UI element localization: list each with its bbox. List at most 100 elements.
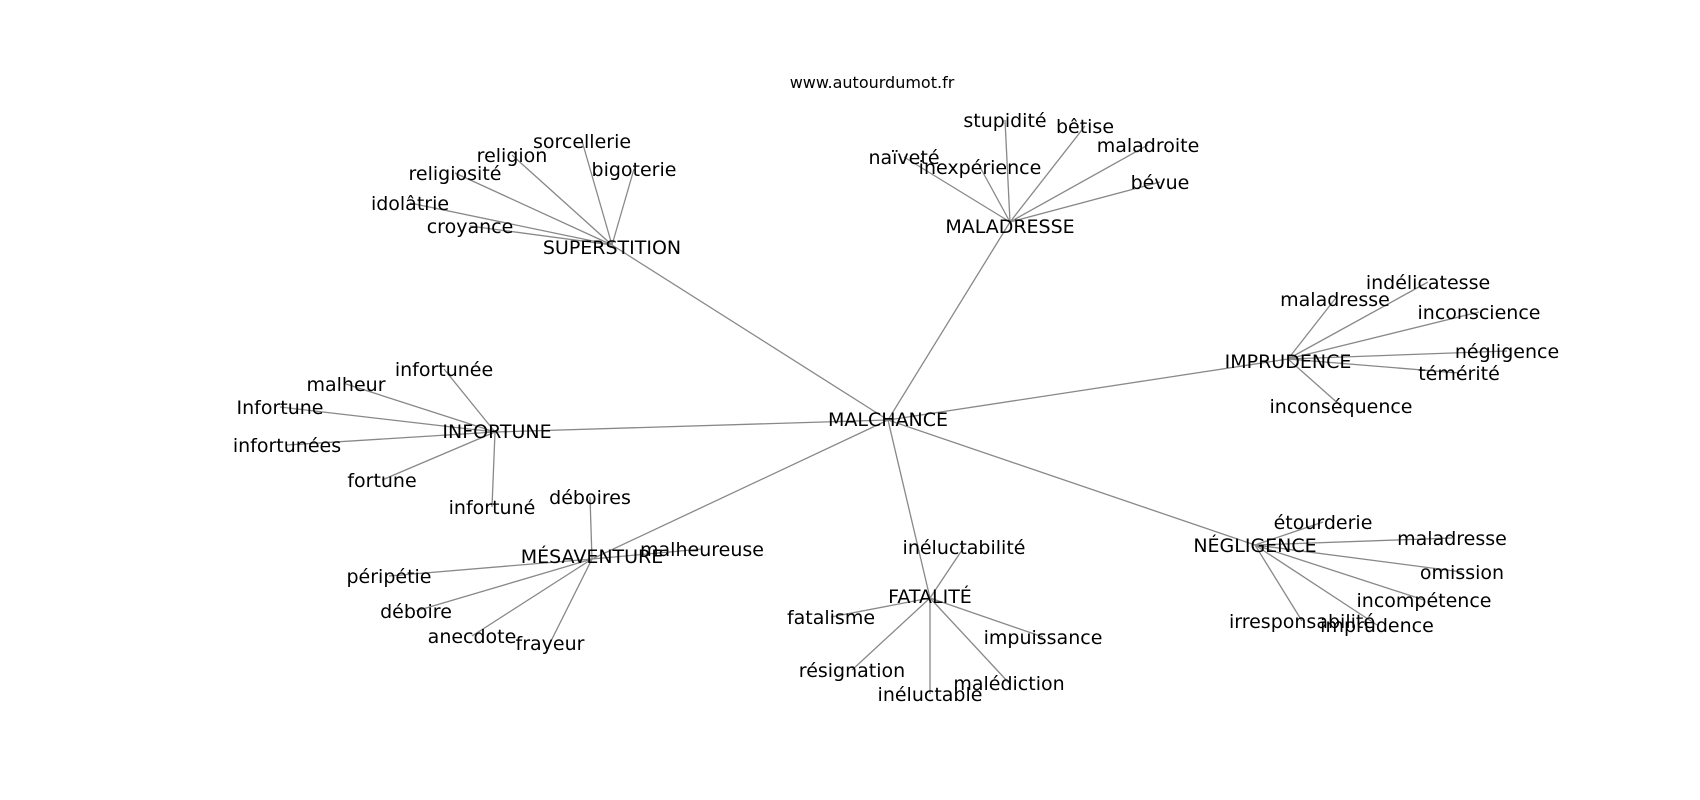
- edge-maladresse-word: [1009, 144, 1149, 223]
- word-node-label[interactable]: maladresse: [1397, 528, 1507, 550]
- word-node-label[interactable]: irresponsabilité: [1229, 611, 1375, 633]
- word-node-label[interactable]: omission: [1420, 562, 1504, 584]
- edge-maladresse-word: [1009, 181, 1161, 223]
- edge-mesaventure-word: [549, 558, 593, 644]
- cluster-node-label[interactable]: NÉGLIGENCE: [1193, 534, 1316, 557]
- edge-negligence-word: [1254, 544, 1303, 622]
- edge-root-negligence: [887, 419, 1256, 546]
- edge-negligence-word: [1254, 537, 1453, 546]
- word-node-label[interactable]: impuissance: [984, 627, 1103, 649]
- word-node-label[interactable]: maladresse: [1280, 289, 1390, 311]
- edge-mesaventure-word: [589, 496, 593, 560]
- edge-infortune-word: [279, 406, 496, 433]
- edge-root-superstition: [611, 244, 889, 421]
- edge-maladresse-word: [1009, 125, 1086, 223]
- cluster-node-label[interactable]: SUPERSTITION: [543, 237, 681, 259]
- edge-infortune-word: [381, 431, 496, 481]
- edge-fatalite-word: [929, 597, 1044, 638]
- edge-superstition-word: [611, 168, 635, 246]
- cluster-node-label[interactable]: INFORTUNE: [442, 421, 551, 443]
- edge-maladresse-word: [1004, 119, 1011, 223]
- word-node-label[interactable]: étourderie: [1274, 512, 1373, 534]
- edge-fatalite-word: [929, 597, 1010, 684]
- cluster-node-label[interactable]: FATALITÉ: [888, 585, 972, 608]
- edge-superstition-word: [581, 140, 613, 246]
- edge-mesaventure-word: [388, 558, 593, 577]
- edge-negligence-word: [1254, 544, 1378, 626]
- graph-labels: MALCHANCE SUPERSTITION sorcelleriereligion…: [233, 110, 1559, 706]
- word-node-label[interactable]: malheur: [306, 374, 385, 396]
- cluster-node-label[interactable]: MALADRESSE: [945, 216, 1074, 238]
- word-node-label[interactable]: inéluctable: [878, 684, 983, 706]
- word-node-label[interactable]: religion: [477, 145, 548, 167]
- word-node-label[interactable]: négligence: [1455, 341, 1559, 363]
- edge-fatalite-word: [851, 597, 931, 671]
- edge-imprudence-word: [1287, 350, 1508, 360]
- edge-imprudence-word: [1287, 298, 1336, 360]
- edge-root-imprudence: [887, 358, 1289, 421]
- word-node-label[interactable]: fortune: [347, 470, 416, 492]
- root-node-label[interactable]: MALCHANCE: [828, 409, 948, 431]
- word-node-label[interactable]: maladroite: [1097, 135, 1200, 157]
- word-node-label[interactable]: inconscience: [1418, 302, 1541, 324]
- word-node-label[interactable]: frayeur: [516, 633, 585, 655]
- edge-maladresse-word: [903, 156, 1011, 223]
- word-node-label[interactable]: stupidité: [963, 110, 1046, 132]
- word-node-label[interactable]: idolâtrie: [371, 193, 449, 215]
- word-node-label[interactable]: indélicatesse: [1366, 272, 1490, 294]
- word-node-label[interactable]: péripétie: [346, 566, 431, 588]
- edge-superstition-word: [511, 154, 613, 246]
- edge-maladresse-word: [979, 166, 1011, 223]
- word-node-label[interactable]: témérité: [1418, 363, 1500, 385]
- edge-negligence-word: [1254, 544, 1463, 573]
- word-node-label[interactable]: naïveté: [868, 147, 939, 169]
- cluster-node-label[interactable]: MÉSAVENTURE: [521, 545, 664, 568]
- edge-infortune-word: [491, 431, 496, 508]
- word-node-label[interactable]: anecdote: [428, 626, 517, 648]
- edge-superstition-word: [454, 172, 613, 246]
- edge-fatalite-word: [830, 597, 931, 618]
- word-node-label[interactable]: religiosité: [409, 163, 502, 185]
- edge-imprudence-word: [1287, 281, 1429, 360]
- edge-fatalite-word: [929, 546, 965, 599]
- word-node-label[interactable]: inconséquence: [1270, 396, 1413, 418]
- word-node-label[interactable]: résignation: [799, 660, 905, 682]
- word-node-label[interactable]: infortunées: [233, 435, 341, 457]
- edge-root-infortune: [494, 419, 889, 433]
- edge-negligence-word: [1254, 544, 1425, 601]
- edge-root-maladresse: [887, 221, 1011, 421]
- edge-superstition-word: [409, 202, 613, 246]
- word-node-label[interactable]: bévue: [1131, 172, 1190, 194]
- word-node-label[interactable]: malédiction: [953, 673, 1064, 695]
- word-node-label[interactable]: incompétence: [1357, 590, 1492, 612]
- cluster-node-label[interactable]: IMPRUDENCE: [1225, 351, 1352, 373]
- word-node-label[interactable]: inexpérience: [919, 157, 1042, 179]
- word-node-label[interactable]: infortunée: [395, 359, 493, 381]
- edge-root-fatalite: [887, 419, 931, 599]
- edge-superstition-word: [469, 225, 613, 246]
- edge-imprudence-word: [1287, 358, 1460, 374]
- word-node-label[interactable]: déboire: [380, 601, 452, 623]
- edge-mesaventure-word: [415, 558, 593, 612]
- word-node-label[interactable]: infortuné: [449, 497, 536, 519]
- edge-imprudence-word: [1287, 311, 1480, 360]
- source-watermark: www.autourdumot.fr: [790, 73, 955, 92]
- word-node-label[interactable]: fatalisme: [787, 607, 875, 629]
- edge-infortune-word: [286, 431, 496, 446]
- edge-infortune-word: [345, 383, 496, 433]
- edge-infortune-word: [443, 368, 496, 433]
- word-node-label[interactable]: bêtise: [1056, 116, 1114, 138]
- word-node-label[interactable]: croyance: [427, 216, 514, 238]
- edge-root-mesaventure: [591, 419, 889, 560]
- word-node-label[interactable]: Infortune: [237, 397, 324, 419]
- word-node-label[interactable]: imprudence: [1320, 615, 1434, 637]
- edge-mesaventure-word: [591, 548, 703, 560]
- word-node-label[interactable]: sorcellerie: [533, 131, 631, 153]
- edge-negligence-word: [1254, 521, 1324, 546]
- word-node-label[interactable]: malheureuse: [640, 539, 764, 561]
- word-node-label[interactable]: inéluctabilité: [903, 537, 1026, 559]
- word-node-label[interactable]: bigoterie: [592, 159, 677, 181]
- word-node-label[interactable]: déboires: [549, 487, 631, 509]
- edge-imprudence-word: [1287, 358, 1342, 407]
